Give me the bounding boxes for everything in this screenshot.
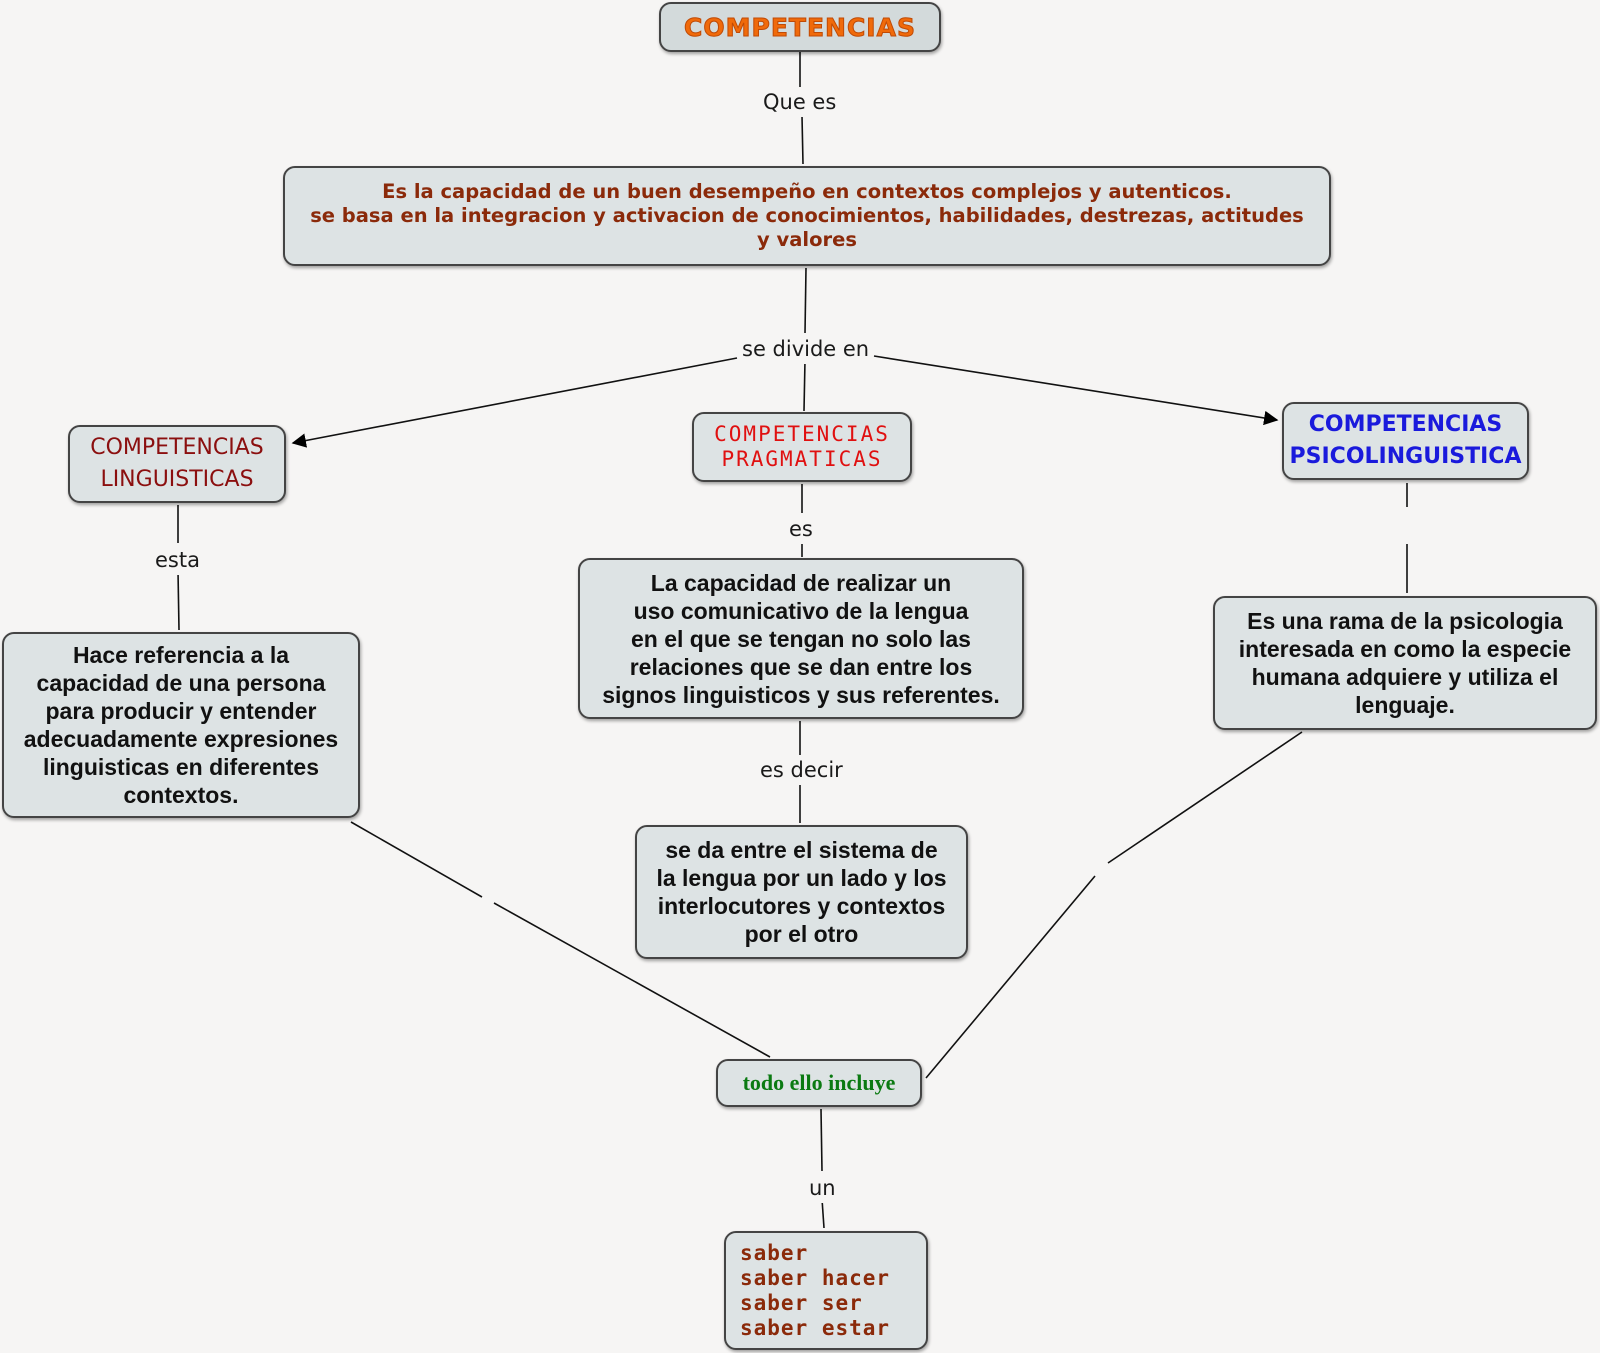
link-label-que-es: Que es — [759, 87, 841, 117]
psicolinguistica-desc-node[interactable]: Es una rama de la psicologia interesada … — [1213, 596, 1597, 730]
psicolinguistica-node[interactable]: COMPETENCIAS PSICOLINGUISTICA — [1282, 402, 1529, 480]
pragmaticas-detail-node[interactable]: se da entre el sistema de la lengua por … — [635, 825, 968, 959]
pragmaticas-desc-text: La capacidad de realizar un uso comunica… — [602, 569, 1000, 708]
saber-list: saber saber hacer saber ser saber estar — [740, 1240, 891, 1340]
linguisticas-title: COMPETENCIAS LINGUISTICAS — [90, 435, 264, 492]
incluye-text: todo ello incluye — [742, 1070, 896, 1095]
definition-text: Es la capacidad de un buen desempeño en … — [310, 180, 1304, 251]
linguisticas-desc-node[interactable]: Hace referencia a la capacidad de una pe… — [2, 632, 360, 818]
root-title: COMPETENCIAS — [684, 12, 916, 42]
root-node[interactable]: COMPETENCIAS — [659, 2, 941, 52]
saber-node[interactable]: saber saber hacer saber ser saber estar — [724, 1231, 928, 1350]
pragmaticas-title: COMPETENCIAS PRAGMATICAS — [714, 422, 890, 471]
link-label-es: es — [785, 514, 817, 544]
pragmaticas-detail-text: se da entre el sistema de la lengua por … — [656, 837, 947, 947]
pragmaticas-node[interactable]: COMPETENCIAS PRAGMATICAS — [692, 412, 912, 482]
definition-node[interactable]: Es la capacidad de un buen desempeño en … — [283, 166, 1331, 266]
link-label-un: un — [805, 1173, 840, 1203]
linguisticas-desc-text: Hace referencia a la capacidad de una pe… — [23, 642, 339, 808]
link-label-esta: esta — [151, 545, 204, 575]
incluye-node[interactable]: todo ello incluye — [716, 1059, 922, 1107]
psicolinguistica-desc-text: Es una rama de la psicologia interesada … — [1238, 608, 1572, 718]
link-label-es-decir: es decir — [756, 755, 847, 785]
pragmaticas-desc-node[interactable]: La capacidad de realizar un uso comunica… — [578, 558, 1024, 719]
link-label-se-divide-en: se divide en — [738, 334, 874, 364]
linguisticas-node[interactable]: COMPETENCIAS LINGUISTICAS — [68, 425, 286, 503]
psicolinguistica-title: COMPETENCIAS PSICOLINGUISTICA — [1289, 412, 1522, 469]
